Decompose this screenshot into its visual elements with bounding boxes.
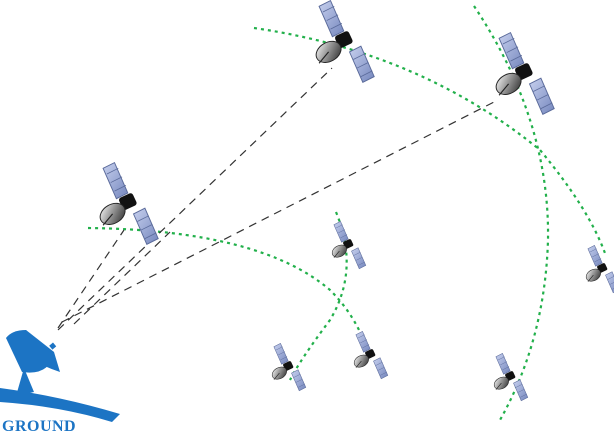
satellite-icon xyxy=(329,221,367,270)
satellite-icon xyxy=(351,331,389,380)
ground-antenna-icon xyxy=(0,330,120,422)
links xyxy=(57,67,495,331)
satellite-icon xyxy=(583,245,614,294)
orbit-top xyxy=(253,26,608,257)
satellite-icon xyxy=(269,343,307,392)
satellite-icon xyxy=(491,353,529,402)
satellite-icon xyxy=(95,162,159,245)
satellite-icon xyxy=(311,0,375,83)
link-ground-sat-top-right xyxy=(61,101,495,323)
satellites xyxy=(95,0,614,402)
orbit-right-vertical xyxy=(473,5,550,421)
satellite-icon xyxy=(491,32,555,115)
link-ground-sat-top xyxy=(57,67,333,331)
orbit-center-vertical xyxy=(289,211,348,381)
orbit-middle xyxy=(87,226,372,361)
link-ground-sat-left-b xyxy=(73,231,171,325)
ground-label: GROUND xyxy=(2,418,77,435)
link-ground-sat-left-a xyxy=(57,229,125,329)
